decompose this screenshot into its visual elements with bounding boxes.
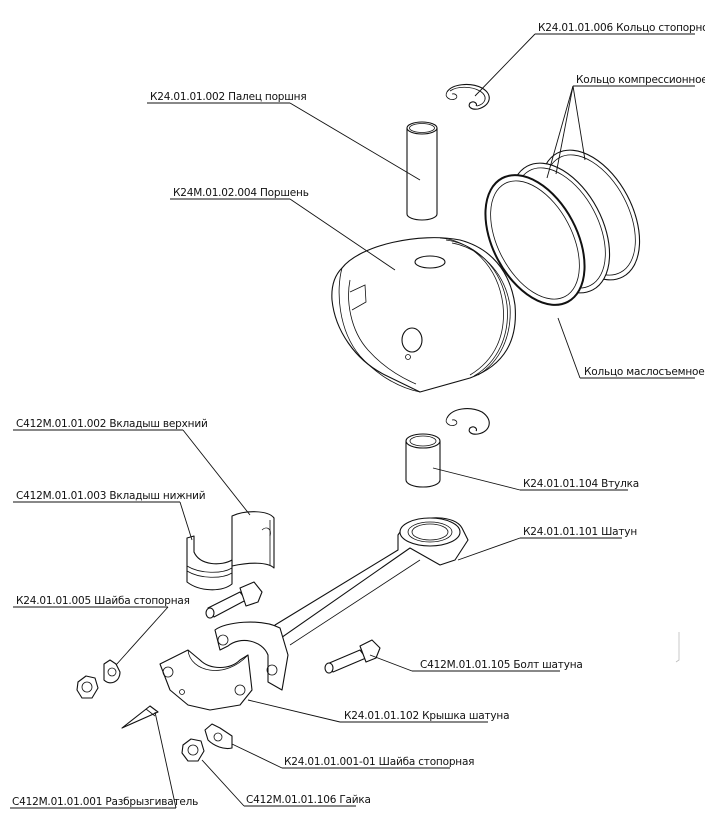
nut-left-part [76, 675, 99, 699]
label-bushing: К24.01.01.104 Втулка [523, 478, 639, 490]
edge-mark [675, 632, 680, 663]
label-connecting-rod: К24.01.01.101 Шатун [523, 526, 637, 538]
leader-lines [10, 33, 695, 809]
label-piston: К24М.01.02.004 Поршень [173, 187, 309, 199]
label-lock-washer-01: К24.01.01.001-01 Шайба стопорная [284, 756, 474, 768]
bushing-part [405, 433, 441, 488]
piston-pin-part [406, 121, 438, 221]
label-retaining-ring-top: К24.01.01.006 Кольцо стопорное [538, 22, 705, 34]
label-nut: С412М.01.01.106 Гайка [246, 794, 371, 806]
label-spreader: С412М.01.01.001 Разбрызгиватель [12, 796, 198, 808]
rod-cap-part [159, 649, 253, 711]
piston-part [331, 237, 516, 393]
rod-bolt-lower-part [324, 639, 381, 674]
label-compression-ring: Кольцо компрессионное [576, 74, 705, 86]
label-lock-washer: К24.01.01.005 Шайба стопорная [16, 595, 190, 607]
label-piston-pin: К24.01.01.002 Палец поршня [150, 91, 306, 103]
nut-lower-part [181, 738, 205, 762]
lock-washer-01-part [204, 723, 233, 750]
label-upper-bearing: С412М.01.01.002 Вкладыш верхний [16, 418, 208, 430]
spreader-part [121, 705, 159, 729]
label-rod-cap: К24.01.01.102 Крышка шатуна [344, 710, 509, 722]
label-oil-ring: Кольцо маслосъемное [584, 366, 704, 378]
retaining-ring-lower-part [445, 408, 490, 435]
lower-bearing-part [186, 535, 233, 591]
lock-washer-part [103, 659, 121, 684]
upper-bearing-part [231, 511, 275, 569]
label-lower-bearing: С412М.01.01.003 Вкладыш нижний [16, 490, 205, 502]
label-rod-bolt: С412М.01.01.105 Болт шатуна [420, 659, 583, 671]
rod-bolt-upper-part [205, 581, 263, 619]
connecting-rod-part [214, 517, 469, 691]
